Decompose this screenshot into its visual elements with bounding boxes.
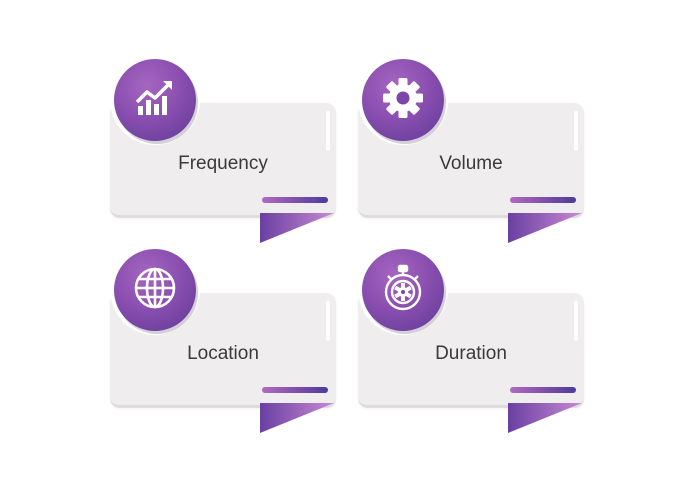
card-label: Frequency xyxy=(178,153,268,174)
card-label: Volume xyxy=(439,153,503,174)
icon-badge xyxy=(110,55,200,145)
icon-badge xyxy=(110,245,200,335)
panel-edge xyxy=(326,301,330,341)
stopwatch-icon xyxy=(380,264,426,317)
card-label: Location xyxy=(187,343,259,364)
accent-bar xyxy=(510,197,576,203)
trend-chart-icon xyxy=(133,78,177,123)
accent-bar xyxy=(262,197,328,203)
gear-icon xyxy=(381,76,425,125)
icon-badge xyxy=(358,245,448,335)
card-panel: Volume xyxy=(358,103,584,218)
panel-edge xyxy=(574,301,578,341)
panel-edge xyxy=(574,111,578,151)
card-panel: Frequency xyxy=(110,103,336,218)
globe-icon xyxy=(132,265,178,316)
card-frequency: Frequency xyxy=(110,55,340,245)
accent-bar xyxy=(510,387,576,393)
accent-bar xyxy=(262,387,328,393)
ribbon-tail xyxy=(508,403,582,433)
card-volume: Volume xyxy=(358,55,588,245)
icon-badge xyxy=(358,55,448,145)
panel-edge xyxy=(326,111,330,151)
card-duration: Duration xyxy=(358,245,588,435)
card-panel: Location xyxy=(110,293,336,408)
card-location: Location xyxy=(110,245,340,435)
ribbon-tail xyxy=(508,213,582,243)
ribbon-tail xyxy=(260,403,334,433)
card-label: Duration xyxy=(435,343,507,364)
ribbon-tail xyxy=(260,213,334,243)
